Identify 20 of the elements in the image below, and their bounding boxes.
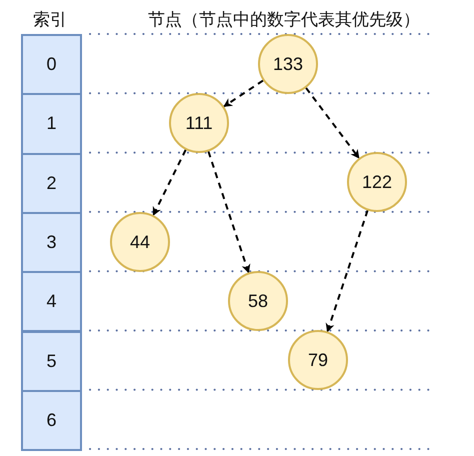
node-circle: 122 bbox=[347, 152, 407, 212]
index-cell: 3 bbox=[21, 212, 82, 274]
arrow bbox=[223, 80, 264, 108]
index-cell: 0 bbox=[21, 34, 82, 96]
column-heading: 节点（节点中的数字代表其优先级） bbox=[148, 9, 420, 31]
index-cell: 5 bbox=[21, 330, 82, 392]
arrow bbox=[152, 149, 187, 216]
node-circle: 79 bbox=[288, 330, 348, 390]
arrow bbox=[305, 87, 360, 159]
index-cell: 6 bbox=[21, 390, 82, 451]
node-circle: 44 bbox=[110, 212, 170, 272]
node-circle: 111 bbox=[169, 93, 229, 153]
node-circle: 133 bbox=[258, 34, 318, 94]
index-cell: 4 bbox=[21, 271, 82, 332]
arrow bbox=[326, 210, 368, 332]
node-circle: 58 bbox=[228, 271, 288, 331]
index-cell: 2 bbox=[21, 152, 82, 214]
arrow bbox=[208, 151, 250, 274]
column-heading: 索引 bbox=[33, 9, 67, 31]
index-cell: 1 bbox=[21, 93, 82, 155]
